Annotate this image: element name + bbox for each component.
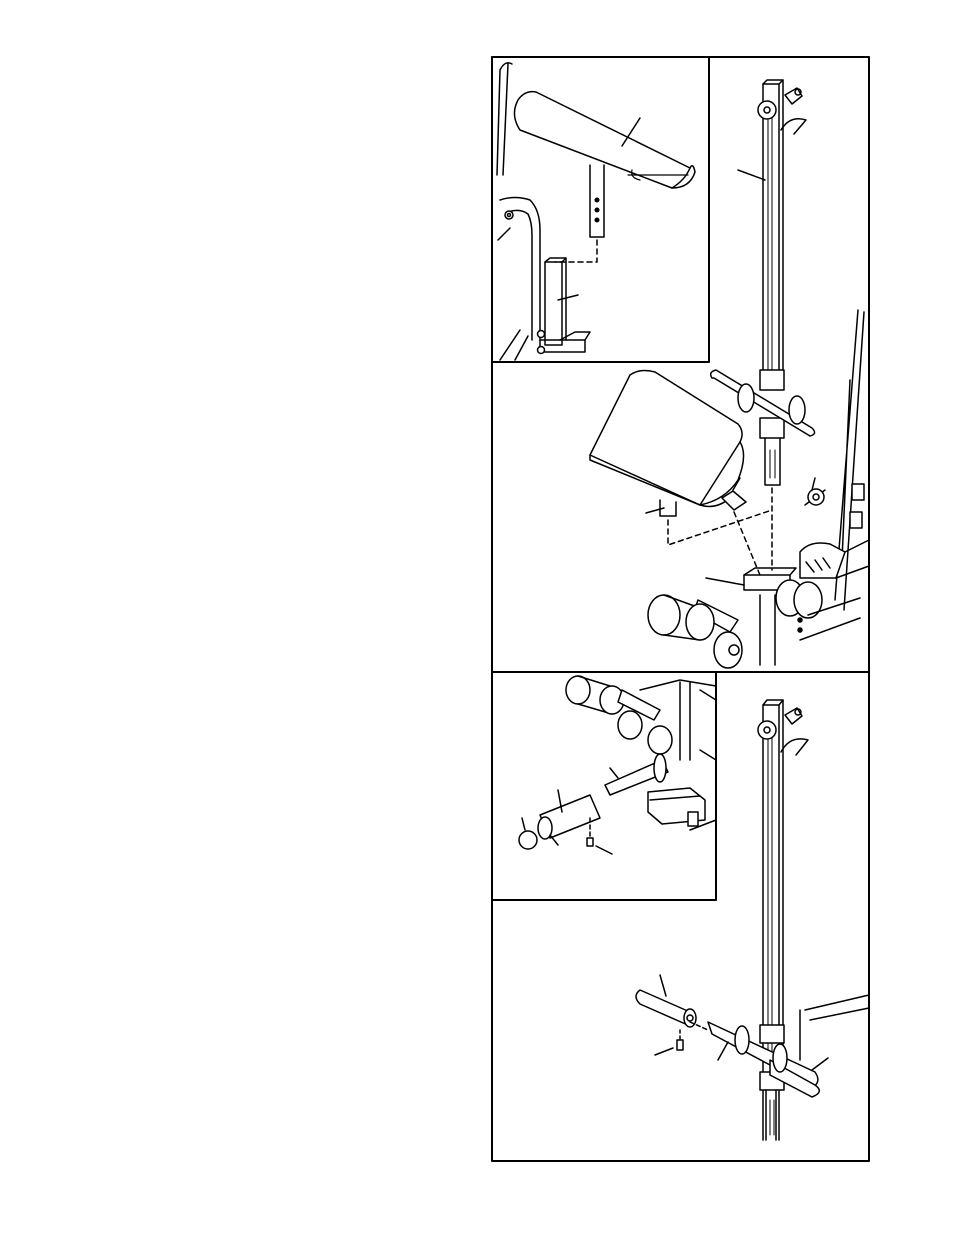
lower-inset-panel xyxy=(492,672,716,900)
lower-machine-frame xyxy=(800,995,869,1060)
top-inset-panel xyxy=(492,57,709,362)
upper-leg-rollers xyxy=(648,568,860,668)
upper-machine-frame xyxy=(800,310,869,610)
